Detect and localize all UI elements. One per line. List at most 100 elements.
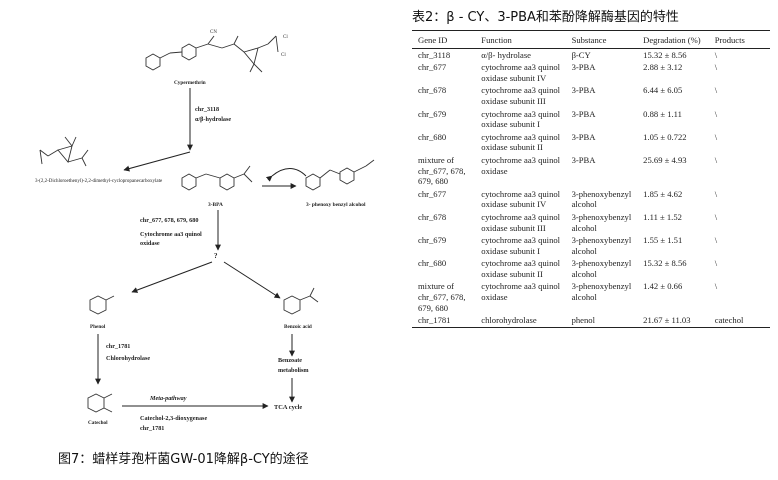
cell-gene: chr_679 — [418, 108, 447, 119]
cell-degradation: 1.85 ± 4.62 — [643, 188, 683, 199]
benzoate-metabolism-label-cont: metabolism — [278, 367, 309, 374]
cell-function: cytochrome aa3 quinol oxidase subunit II — [481, 131, 561, 153]
cell-products: \ — [714, 235, 718, 246]
step5-pathway: Meta-pathway — [149, 395, 187, 402]
cell-function: cytochrome aa3 quinol oxidase subunit IV — [481, 62, 561, 83]
cell-substance: β-CY — [571, 49, 591, 60]
cell-products: \ — [714, 131, 718, 142]
cell-gene: chr_677 — [418, 188, 447, 199]
bpa-label: 3-BPA — [208, 202, 223, 208]
tca-cycle-label: TCA cycle — [274, 404, 302, 411]
cell-degradation: 1.11 ± 1.52 — [643, 211, 682, 222]
cell-gene: chr_678 — [418, 85, 447, 96]
cell-function: cytochrome aa3 quinol oxidase subunit IV — [481, 188, 561, 210]
cell-products: \ — [714, 188, 718, 199]
cell-gene: chr_678 — [418, 211, 447, 222]
cell-products: catechol — [708, 314, 770, 328]
gene-table: Gene ID Function Substance Degradation (… — [412, 30, 770, 328]
cypermethrin-label: Cypermethrin — [174, 80, 206, 86]
arrow-alcohol-to-bpa — [265, 168, 307, 182]
cypermethrin-structure — [145, 35, 279, 73]
table-panel: 表2：β - CY、3-PBA和苯酚降解酶基因的特性 Gene ID Funct… — [408, 0, 774, 480]
cell-degradation: 21.67 ± 11.03 — [637, 314, 709, 328]
header-function: Function — [475, 30, 566, 49]
cell-gene: mixture of chr_677, 678, 679, 680 — [418, 154, 466, 187]
header-products: Products — [708, 30, 770, 49]
phenoxybenzyl-alcohol-structure — [305, 159, 375, 191]
cell-function: cytochrome aa3 quinol oxidase subunit II — [481, 258, 561, 279]
cell-gene: chr_679 — [418, 235, 447, 246]
cell-products: \ — [714, 211, 718, 222]
table-header-row: Gene ID Function Substance Degradation (… — [412, 30, 770, 49]
svg-text:Cl: Cl — [281, 53, 286, 58]
cell-products: \ — [714, 281, 718, 292]
step5-gene: chr_1781 — [140, 425, 164, 432]
cell-products: \ — [714, 49, 718, 60]
benzoic-acid-structure — [283, 287, 319, 315]
unknown-intermediate: ? — [214, 252, 218, 260]
table-row: chr_680 cytochrome aa3 quinol oxidase sub… — [412, 257, 770, 280]
table-row: chr_680 cytochrome aa3 quinol oxidase sub… — [412, 131, 770, 154]
cell-substance: 3-phenoxybenzyl alcohol — [571, 258, 632, 279]
cell-gene: chr_677 — [418, 62, 447, 73]
degradation-pathway-diagram: Cl Cl CN Cypermethrin chr_3118 α/β-hydro… — [35, 30, 375, 432]
benzoate-metabolism-label: Benzoate — [278, 357, 302, 364]
cell-substance: 3-phenoxybenzyl alcohol — [571, 281, 632, 303]
cell-products: \ — [714, 85, 718, 96]
table-row: chr_677 cytochrome aa3 quinol oxidase sub… — [412, 188, 770, 211]
step2-enzyme-cont: oxidase — [140, 240, 160, 247]
cell-degradation: 2.88 ± 3.12 — [643, 62, 683, 73]
cell-degradation: 1.42 ± 0.66 — [643, 281, 683, 292]
cell-function: cytochrome aa3 quinol oxidase — [481, 154, 561, 176]
cell-substance: 3-PBA — [571, 85, 596, 96]
cell-products: \ — [714, 62, 718, 73]
table-row: chr_677 cytochrome aa3 quinol oxidase sub… — [412, 61, 770, 84]
arrow-to-dcva — [123, 151, 191, 172]
cell-degradation: 15.32 ± 8.56 — [643, 258, 687, 269]
cell-substance: 3-PBA — [571, 62, 596, 73]
cell-gene: chr_680 — [418, 258, 447, 269]
cell-products: \ — [714, 108, 718, 119]
cell-substance: 3-phenoxybenzyl alcohol — [571, 235, 632, 256]
svg-text:CN: CN — [210, 30, 217, 35]
step1-enzyme: α/β-hydrolase — [195, 116, 231, 123]
step3-enzyme: Chlorohydrolase — [106, 355, 150, 362]
cell-function: cytochrome aa3 quinol oxidase — [481, 281, 561, 303]
cell-degradation: 25.69 ± 4.93 — [643, 154, 687, 165]
header-gene-id: Gene ID — [412, 30, 476, 49]
step2-enzyme: Cytochrome aa3 quinol — [140, 231, 202, 238]
cell-degradation: 0.88 ± 1.11 — [643, 108, 682, 119]
cell-substance: 3-PBA — [571, 154, 596, 165]
phenol-structure — [89, 295, 115, 315]
step3-gene: chr_1781 — [106, 343, 130, 350]
cell-gene: chr_680 — [418, 131, 447, 142]
bpa-structure — [181, 165, 253, 191]
cell-substance: 3-phenoxybenzyl alcohol — [571, 211, 632, 233]
figure-caption: 图7：蜡样芽孢杆菌GW-01降解β-CY的途径 — [58, 452, 309, 467]
cell-function: α/β- hydrolase — [481, 49, 531, 60]
cell-degradation: 6.44 ± 6.05 — [643, 85, 683, 96]
dcva-structure — [39, 136, 89, 167]
cell-degradation: 15.32 ± 8.56 — [643, 49, 687, 60]
arrow-unknown-to-phenol — [131, 261, 213, 293]
header-substance: Substance — [565, 30, 638, 49]
benzoic-acid-label: Benzoic acid — [284, 324, 312, 330]
cell-function: cytochrome aa3 quinol oxidase subunit II… — [481, 211, 561, 233]
arrow-unknown-to-benzoic — [223, 261, 281, 299]
header-degradation: Degradation (%) — [637, 30, 709, 49]
catechol-label: Catechol — [88, 420, 108, 426]
phenol-label: Phenol — [90, 324, 106, 330]
cell-gene: chr_1781 — [412, 314, 476, 328]
cell-substance: 3-PBA — [571, 108, 596, 119]
cell-function: cytochrome aa3 quinol oxidase subunit I — [481, 235, 561, 256]
table-title: 表2：β - CY、3-PBA和苯酚降解酶基因的特性 — [412, 10, 679, 25]
dcva-label: 3-(2,2-Dichloroethenyl)-2,2-dimethyl-cyc… — [35, 179, 163, 184]
cell-substance: 3-phenoxybenzyl alcohol — [571, 188, 632, 210]
step2-gene: chr_677, 678, 679, 680 — [140, 217, 198, 224]
cell-products: \ — [714, 258, 718, 269]
